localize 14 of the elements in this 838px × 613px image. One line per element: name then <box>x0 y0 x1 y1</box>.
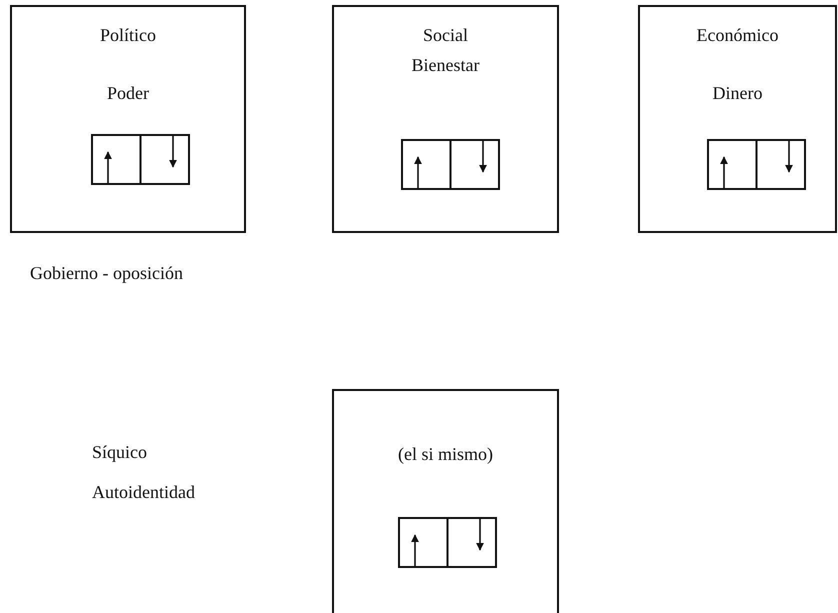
box-heading: Político <box>100 24 156 46</box>
box-heading: (el si mismo) <box>398 443 493 465</box>
note-text: Gobierno - oposición <box>30 262 183 284</box>
box-subtitle: Bienestar <box>412 54 480 76</box>
box-subtitle: Dinero <box>712 82 762 104</box>
category-box <box>10 5 246 233</box>
box-heading: Económico <box>696 24 778 46</box>
note-text: Autoidentidad <box>92 481 195 503</box>
category-box <box>332 5 559 233</box>
category-box <box>638 5 837 233</box>
note-text: Síquico <box>92 441 148 463</box>
category-box <box>332 389 559 613</box>
box-subtitle: Poder <box>107 82 149 104</box>
box-heading: Social <box>423 24 468 46</box>
